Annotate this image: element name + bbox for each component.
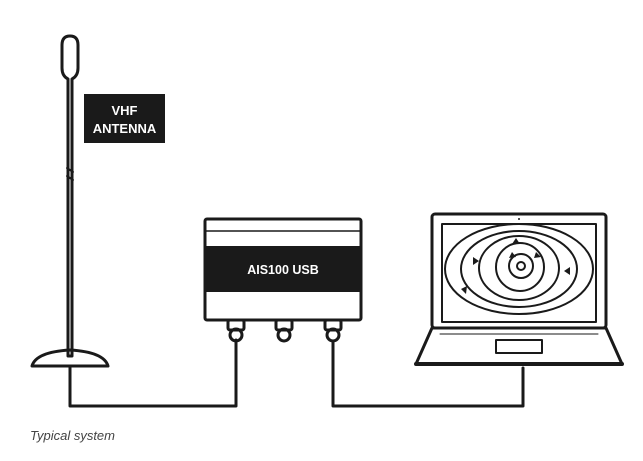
- laptop-base: [414, 326, 624, 366]
- receiver-connector-middle: [274, 318, 294, 343]
- antenna-base: [30, 348, 110, 368]
- target-icon: [564, 267, 570, 275]
- target-icon: [512, 238, 520, 244]
- vhf-antenna: [30, 34, 110, 368]
- usb-cable: [331, 339, 525, 408]
- receiver-label-text: AIS100 USB: [247, 263, 319, 277]
- receiver-connector-left: [226, 318, 246, 343]
- target-icon: [461, 286, 467, 294]
- laptop-touchpad: [495, 339, 543, 354]
- antenna-label-line2: ANTENNA: [93, 121, 157, 136]
- target-icon: [509, 252, 516, 258]
- figure-caption: Typical system: [30, 428, 115, 443]
- radar-targets: [461, 238, 570, 294]
- laptop-camera: [518, 218, 520, 220]
- target-icon: [534, 252, 541, 258]
- antenna-mast: [60, 34, 80, 358]
- radar-display: [444, 223, 594, 315]
- antenna-band-2: [66, 175, 74, 181]
- antenna-band-1: [66, 167, 74, 173]
- receiver-connector-right: [323, 318, 343, 343]
- target-icon: [473, 257, 479, 265]
- antenna-cable: [68, 338, 238, 408]
- antenna-label: VHF ANTENNA: [84, 94, 165, 143]
- antenna-label-line1: VHF: [112, 103, 138, 118]
- laptop: [414, 212, 624, 366]
- receiver-label: AIS100 USB: [205, 246, 361, 292]
